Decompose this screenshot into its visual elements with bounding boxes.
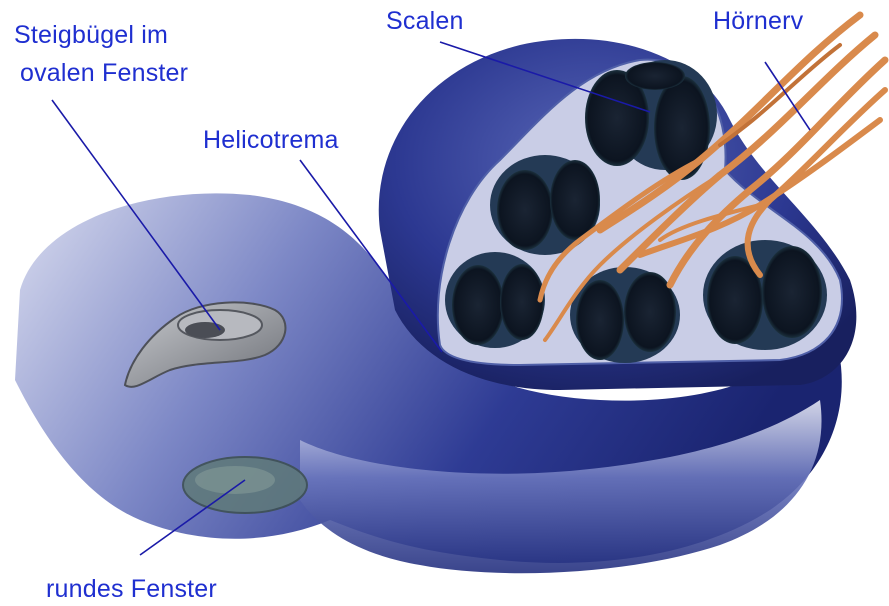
label-scalen: Scalen [386, 6, 464, 36]
label-stapes-line1: Steigbügel im [14, 20, 168, 50]
label-stapes-line2: ovalen Fenster [20, 58, 188, 88]
label-hoernerv: Hörnerv [713, 6, 803, 36]
label-round-window: rundes Fenster [46, 574, 217, 604]
label-helicotrema: Helicotrema [203, 125, 339, 155]
